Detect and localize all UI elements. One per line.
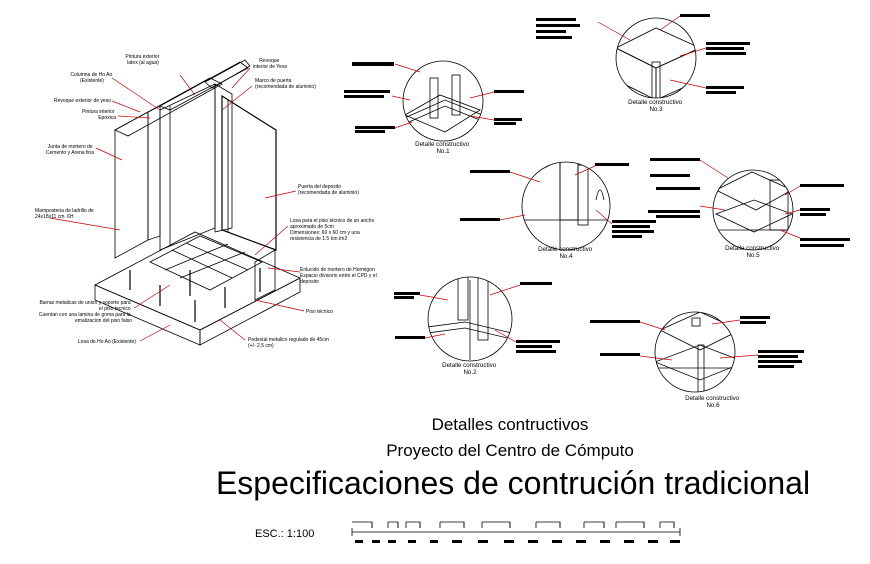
detail-5: Detalle constructivo No.5	[648, 158, 850, 259]
label-marco-puerta: Marco de puerta (recomendada de aluminio…	[255, 78, 316, 90]
detail-2: Detalle constructivo No.2	[394, 276, 560, 376]
detail-4: Detalle constructivo No.4	[460, 161, 690, 260]
detail-6: Detalle constructivo No.6	[590, 311, 804, 409]
label-piso-tecnico: Piso técnico	[306, 309, 333, 315]
title-main: Especificaciones de contrución tradicion…	[216, 465, 810, 501]
iso-leaders	[49, 67, 305, 342]
detail-5-label: Detalle constructivo No.5	[725, 245, 781, 259]
label-pedestal: Pedestal metalico regulado de 45cm (+/- …	[248, 337, 330, 349]
label-pintura-interior: Pintura interior Epoxica	[82, 109, 116, 121]
detail-1: Detalle constructivo No.1	[344, 60, 524, 155]
scale-label: ESC.: 1:100	[255, 528, 314, 540]
label-mamposteria: Mamposteria de ladrillo de 24x18x11 cm. …	[35, 208, 95, 220]
label-barras: Barras metalicas de union y soporte para…	[39, 300, 132, 324]
label-losa-hoao: Losa de Ho Ao (Existente)	[78, 339, 136, 345]
detail-3-label: Detalle constructivo No.3	[628, 99, 684, 113]
detail-3: Detalle constructivo No.3	[536, 14, 750, 113]
title-line-2: Proyecto del Centro de Cómputo	[386, 441, 634, 460]
label-revoque-exterior: Revoque exterior de yeso	[54, 98, 111, 104]
label-junta: Junta de mortero de Cemento y Arena fina	[46, 144, 94, 156]
scale-bar	[351, 521, 681, 543]
isometric-wall-detail	[94, 59, 301, 346]
detail-2-label: Detalle constructivo No.2	[442, 362, 498, 376]
label-puerta-deposito: Puerta del deposito (recomendada de alum…	[298, 184, 359, 196]
detail-1-label: Detalle constructivo No.1	[415, 141, 471, 155]
iso-labels: Pintura exterior latex (al agua) Revoque…	[35, 54, 378, 349]
label-pintura-exterior: Pintura exterior latex (al agua)	[125, 54, 160, 66]
label-enlucido: Enlucido de mortero de Hormigon Espacio …	[300, 267, 378, 285]
label-losa-piso: Losa para el piso técnico de un ancho ap…	[290, 218, 376, 242]
label-columna: Columna de Ho Ao (Existente)	[70, 72, 113, 84]
detail-4-label: Detalle constructivo No.4	[538, 246, 594, 260]
detail-6-label: Detalle constructivo No.6	[685, 395, 741, 409]
title-line-1: Detalles contructivos	[432, 415, 589, 434]
label-revoque-interior: Revoque interior de Yeso	[253, 58, 288, 70]
